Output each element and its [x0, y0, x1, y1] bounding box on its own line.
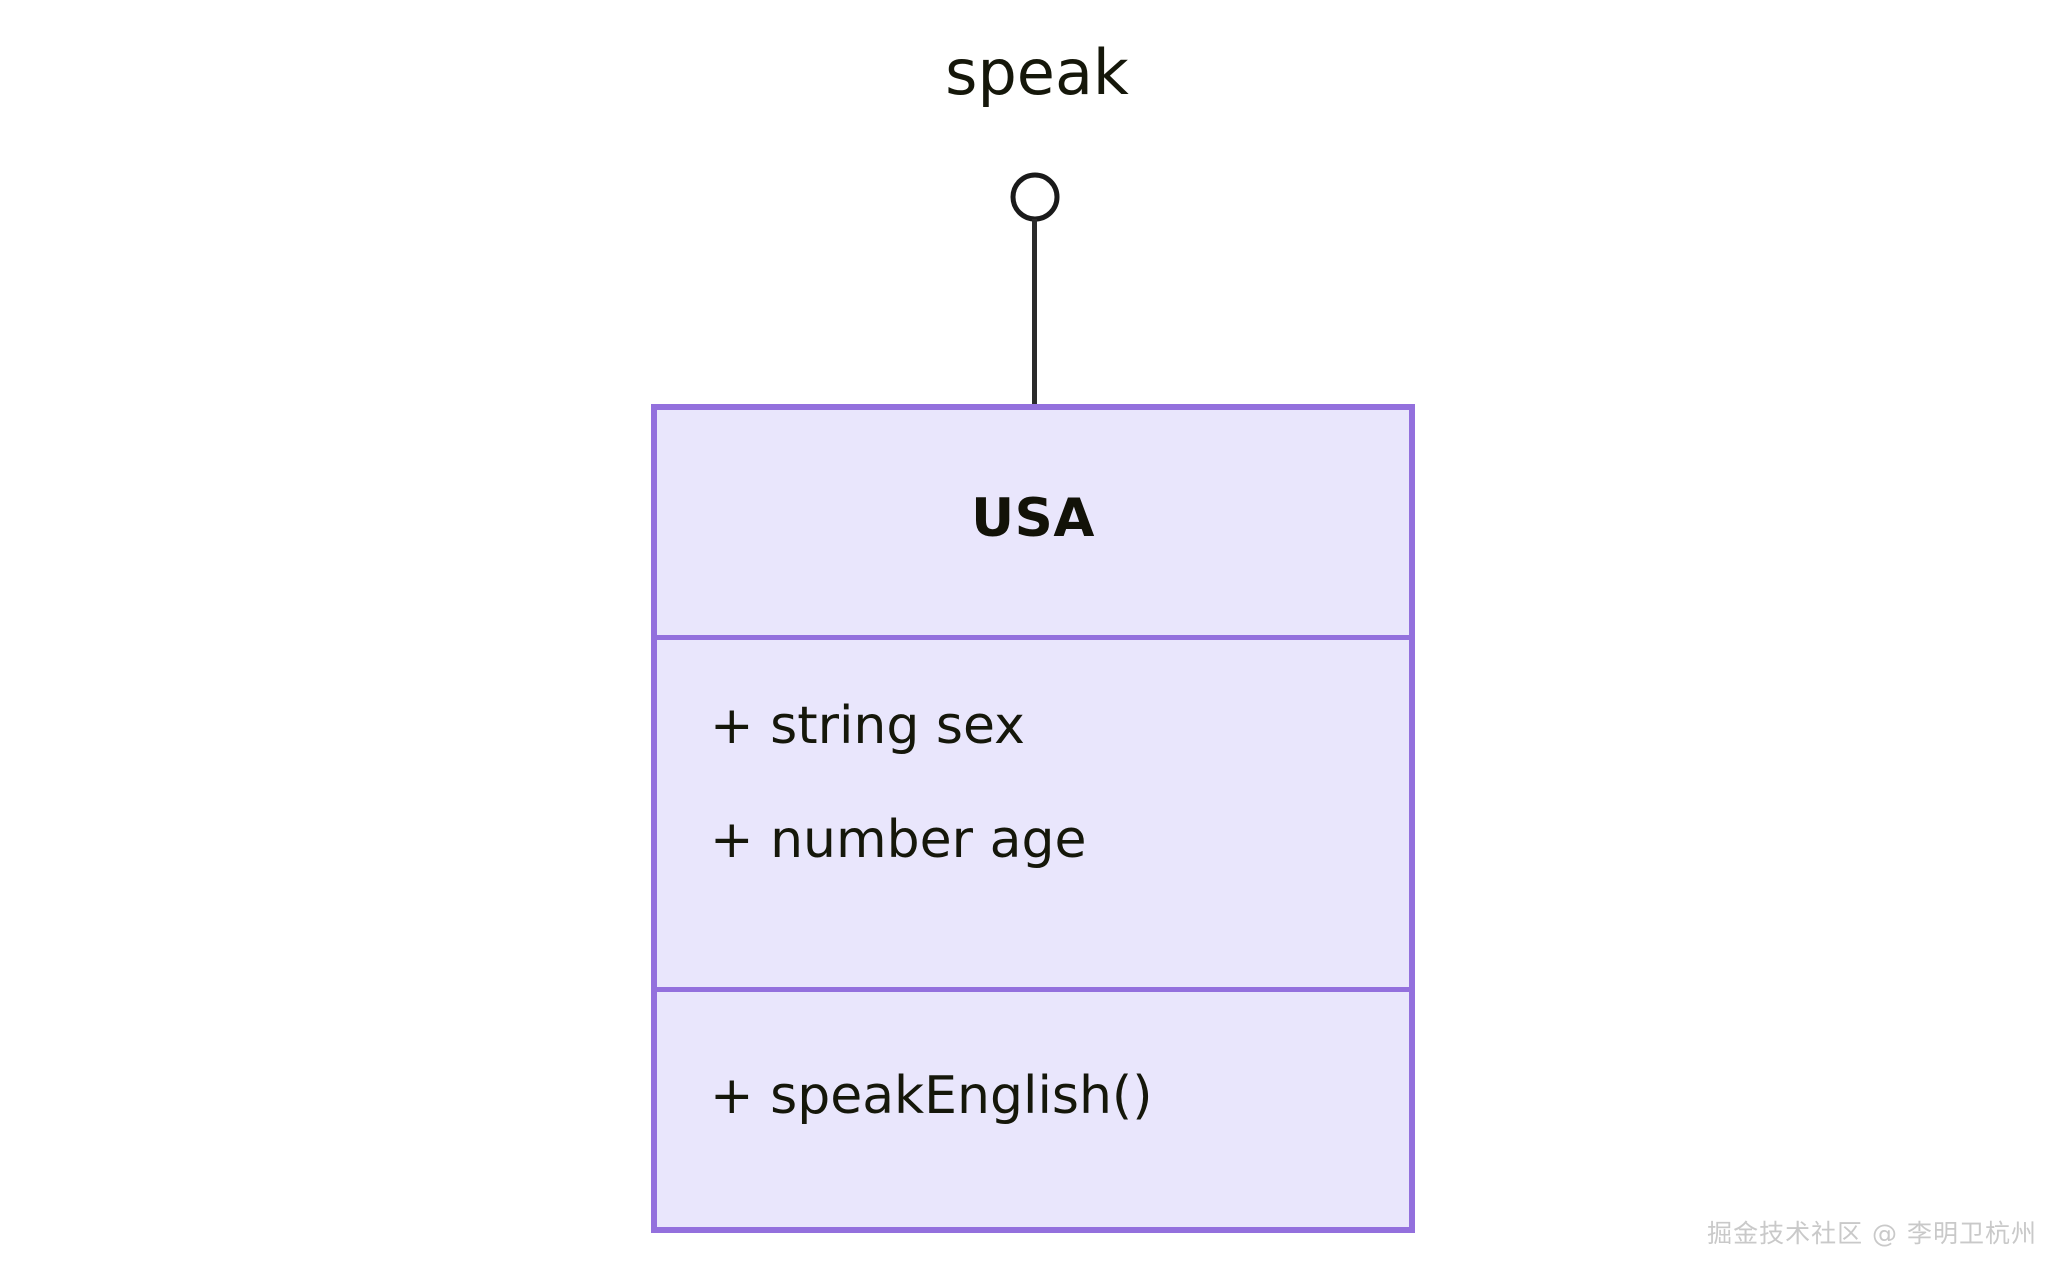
watermark-text: 掘金技术社区 @ 李明卫杭州: [1707, 1219, 2037, 1248]
interface-circle-icon: [1010, 172, 1060, 222]
class-methods-compartment: + speakEnglish(): [657, 992, 1409, 1227]
method-row: + speakEnglish(): [710, 1066, 1153, 1126]
class-name-label: USA: [971, 488, 1095, 549]
lollipop-interface-icon: [1010, 172, 1060, 406]
class-attributes-compartment: + string sex + number age: [657, 640, 1409, 992]
class-header: USA: [657, 410, 1409, 640]
attribute-row: + number age: [710, 810, 1087, 870]
attribute-row: + string sex: [710, 696, 1025, 756]
interface-label-speak: speak: [945, 36, 1129, 109]
class-box-usa[interactable]: USA + string sex + number age + speakEng…: [651, 404, 1415, 1233]
